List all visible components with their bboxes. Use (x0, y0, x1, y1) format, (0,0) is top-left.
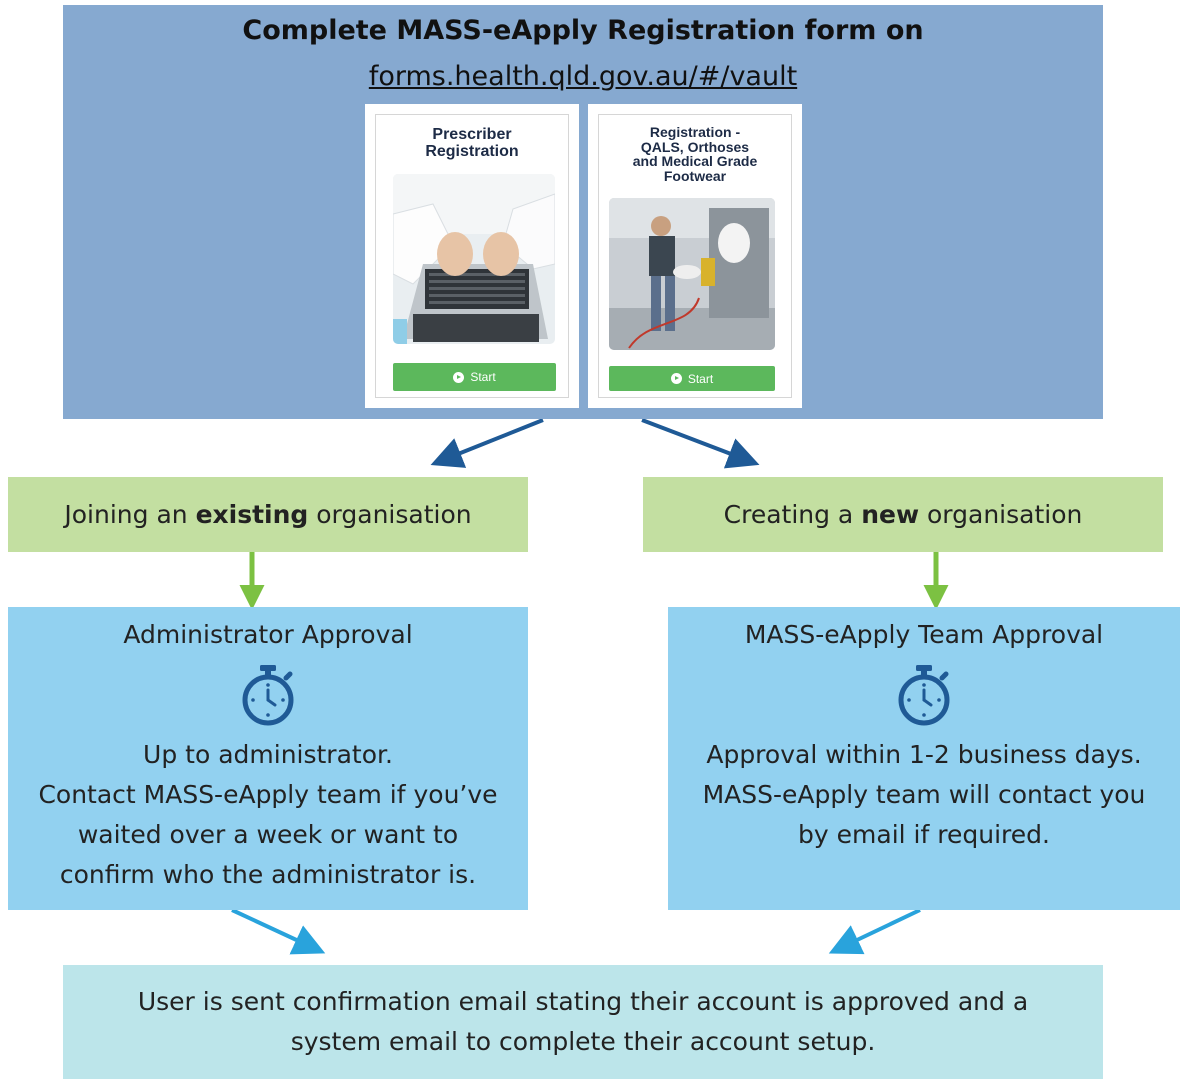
card-frame: Registration - QALS, Orthoses and Medica… (598, 114, 792, 398)
option-emphasis: existing (195, 500, 309, 529)
arrow-admin-to-final (231, 908, 326, 955)
approval-line: Approval within 1-2 business days. (706, 740, 1142, 769)
start-button-label: Start (687, 371, 714, 386)
timer-icon (895, 664, 953, 730)
registration-header-block: Complete MASS-eApply Registration form o… (63, 5, 1103, 419)
existing-organisation-option: Joining an existing organisation (8, 477, 528, 552)
card-title-line: Registration (425, 142, 519, 160)
approval-heading: MASS-eApply Team Approval (744, 620, 1104, 649)
new-organisation-option: Creating a new organisation (643, 477, 1163, 552)
registration-url-link[interactable]: forms.health.qld.gov.au/#/vault (368, 61, 798, 92)
header-title: Complete MASS-eApply Registration form o… (242, 15, 924, 46)
team-approval-box: MASS-eApply Team Approval Approval withi… (668, 607, 1180, 910)
start-button-label: Start (470, 370, 496, 384)
card-title: Prescriber Registration (376, 126, 568, 161)
card-title-line: Registration - (649, 124, 741, 140)
start-button[interactable]: Start (609, 366, 775, 391)
approval-line: Up to administrator. (143, 740, 393, 769)
start-button[interactable]: Start (393, 363, 556, 391)
workshop-photo (609, 198, 775, 350)
prescriber-registration-card[interactable]: Prescriber Registration (365, 104, 579, 408)
administrator-approval-box: Administrator Approval Up to administrat… (8, 607, 528, 910)
option-prefix: Creating a (723, 500, 862, 529)
card-title-line: Footwear (663, 168, 727, 185)
card-title-line: and Medical Grade (632, 153, 758, 170)
approval-heading: Administrator Approval (123, 620, 413, 649)
final-line: system email to complete their account s… (290, 1027, 876, 1056)
card-title-line: Prescriber (432, 126, 512, 143)
arrow-team-to-final (828, 908, 921, 955)
arrow-to-new (641, 418, 760, 469)
approval-line: confirm who the administrator is. (59, 860, 477, 889)
approval-line: MASS-eApply team will contact you (702, 780, 1146, 809)
option-prefix: Joining an (64, 500, 196, 529)
approval-details: Up to administrator. Contact MASS-eApply… (8, 735, 528, 895)
approval-line: by email if required. (798, 820, 1050, 849)
approval-line: waited over a week or want to (77, 820, 459, 849)
laptop-photo (393, 174, 555, 344)
card-title: Registration - QALS, Orthoses and Medica… (599, 125, 791, 184)
option-suffix: organisation (308, 500, 472, 529)
arrow-to-existing (430, 418, 544, 468)
final-line: User is sent confirmation email stating … (137, 987, 1029, 1016)
approval-details: Approval within 1-2 business days. MASS-… (668, 735, 1180, 855)
confirmation-email-box: User is sent confirmation email stating … (63, 965, 1103, 1079)
option-emphasis: new (861, 500, 920, 529)
card-frame: Prescriber Registration (375, 114, 569, 398)
option-suffix: organisation (919, 500, 1083, 529)
qals-registration-card[interactable]: Registration - QALS, Orthoses and Medica… (588, 104, 802, 408)
play-icon (670, 373, 682, 384)
play-icon (453, 371, 465, 383)
card-title-line: QALS, Orthoses (640, 138, 750, 155)
timer-icon (239, 664, 297, 730)
approval-line: Contact MASS-eApply team if you’ve (38, 780, 498, 809)
